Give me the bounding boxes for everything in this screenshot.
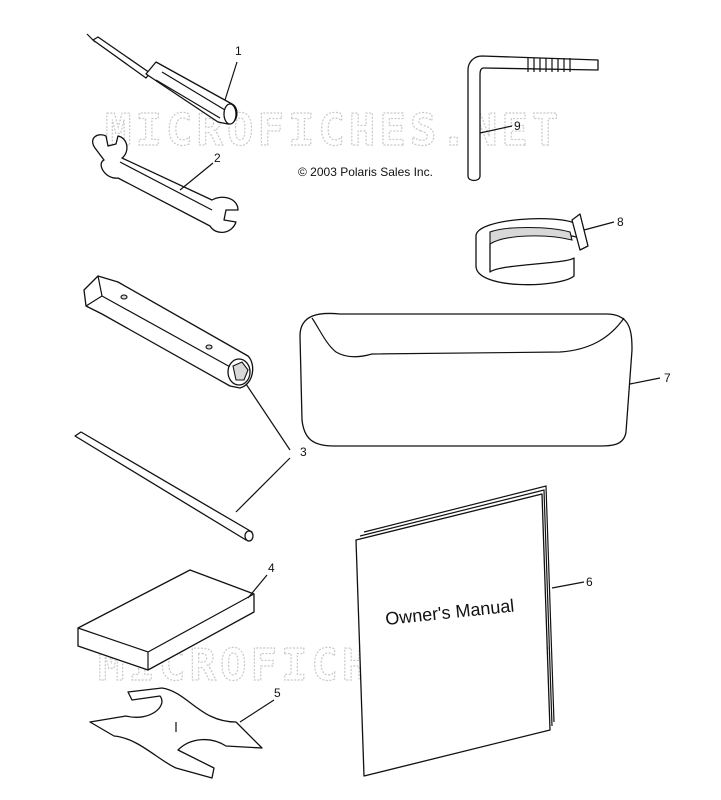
callout-5: 5 [274,686,281,700]
strap-roll-icon [475,213,589,286]
leader-5 [239,699,275,723]
leader-3a [245,383,291,451]
callout-1: 1 [235,44,242,58]
callout-3: 3 [300,445,307,459]
tool-pouch-icon [299,312,633,447]
callout-2: 2 [214,151,221,165]
callout-4: 4 [268,561,275,575]
tube-wrench-and-bar-icon [74,275,254,542]
callout-6: 6 [586,575,593,589]
leader-6 [551,581,585,589]
leader-2 [179,162,214,191]
owners-manual-icon: Owner's Manual [355,485,555,777]
screwdriver-icon [86,33,238,125]
open-end-wrench-icon [91,134,239,233]
spanner-tool-icon [89,687,263,779]
callout-7: 7 [664,371,671,385]
leader-9 [479,125,513,134]
leader-4 [247,574,268,599]
leader-8 [583,221,615,231]
pad-icon [77,569,255,671]
hex-key-icon [467,55,599,182]
copyright: © 2003 Polaris Sales Inc. [298,165,433,179]
leader-3b [235,457,291,513]
watermark-top: MICROFICHES.NET [105,105,562,156]
callout-9: 9 [514,119,521,133]
leader-7 [629,377,661,385]
leader-1 [224,61,238,101]
callout-8: 8 [617,215,624,229]
